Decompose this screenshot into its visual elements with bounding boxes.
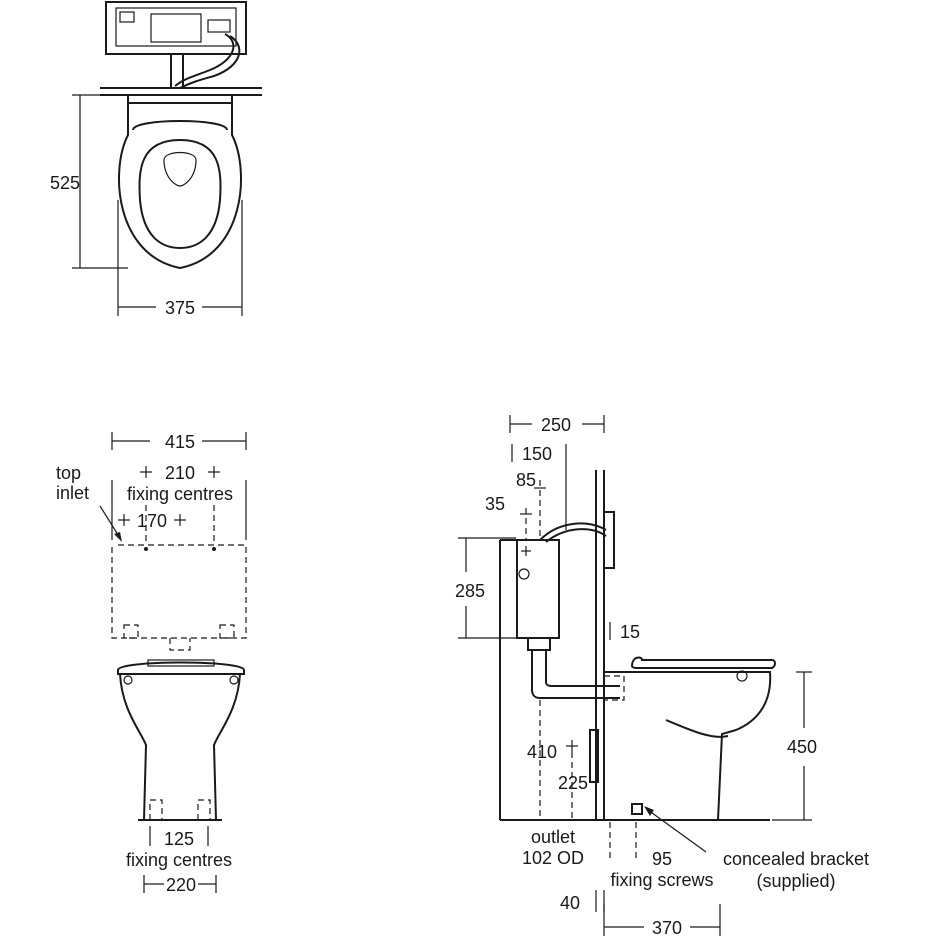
fixing-hidden — [197, 799, 211, 820]
seat-opening — [138, 138, 222, 250]
inlet-label-top: top — [56, 463, 81, 483]
flush-pipe — [545, 650, 620, 687]
dim-525-label: 525 — [50, 173, 80, 193]
bracket-arrow — [644, 806, 654, 816]
pan-side-outline — [604, 671, 772, 821]
dim-85-label: 85 — [516, 470, 536, 490]
dim-415-label: 415 — [165, 432, 195, 452]
pan-fixing-label: fixing centres — [126, 850, 232, 870]
flush-switch-icon — [207, 19, 231, 33]
pan-inlet-hidden — [604, 675, 625, 701]
fixing-hole — [212, 547, 216, 551]
cable — [174, 33, 235, 87]
dim-210-label: 210 — [165, 463, 195, 483]
dim-285-label: 285 — [455, 581, 485, 601]
flush-panel — [105, 1, 247, 55]
bracket-leader — [647, 809, 707, 853]
dim-35-label: 35 — [485, 494, 505, 514]
dim-95-label: 95 — [652, 849, 672, 869]
flush-button-icon — [119, 11, 135, 23]
outlet-label: outlet — [531, 827, 575, 847]
bracket-supplied-label: (supplied) — [756, 871, 835, 891]
inlet-label-inlet: inlet — [56, 483, 89, 503]
cistern-valve — [518, 568, 530, 580]
cistern-foot — [123, 624, 139, 639]
cable-side — [539, 522, 607, 541]
fixing-centres-label: fixing centres — [127, 484, 233, 504]
flush-panel-inner — [115, 7, 237, 47]
cistern-foot — [219, 624, 235, 639]
flush-outlet — [169, 638, 191, 651]
inlet-arrow — [114, 532, 122, 542]
dim-250-label: 250 — [541, 415, 571, 435]
fixing-rail — [589, 729, 599, 783]
cistern-hidden — [111, 544, 247, 639]
dim-410-label: 410 — [527, 742, 557, 762]
dim-170-label: 170 — [137, 511, 167, 531]
buffer — [123, 675, 133, 685]
dim-370-label: 370 — [652, 918, 682, 938]
hinge-strip — [127, 94, 233, 104]
flush-pipe — [531, 650, 620, 699]
bowl-water — [163, 151, 197, 187]
buffer — [229, 675, 239, 685]
plan-view — [72, 1, 262, 316]
seat-outline — [118, 103, 242, 270]
dim-375-label: 375 — [165, 298, 195, 318]
bracket — [631, 803, 643, 815]
dim-150-label: 150 — [522, 444, 552, 464]
cable-side — [545, 528, 607, 543]
dim-220-label: 220 — [166, 875, 196, 895]
front-view — [99, 432, 247, 893]
outlet-size-label: 102 OD — [522, 848, 584, 868]
pipe-connector — [527, 637, 551, 651]
seat-back — [132, 120, 228, 131]
flush-plate-side — [603, 511, 615, 569]
fixing-screws-label: fixing screws — [610, 870, 713, 890]
dim-225-label: 225 — [558, 773, 588, 793]
seat-front — [117, 661, 245, 675]
bracket-label: concealed bracket — [723, 849, 869, 869]
inlet-leader — [99, 505, 121, 539]
pan-trap — [665, 719, 729, 738]
dim-450-label: 450 — [787, 737, 817, 757]
dim-125-label: 125 — [164, 829, 194, 849]
fixing-hole — [144, 547, 148, 551]
dim-40-label: 40 — [560, 893, 580, 913]
seat-hinge — [147, 659, 215, 667]
cistern-side — [516, 539, 560, 639]
flush-display — [150, 13, 202, 43]
cable — [179, 35, 241, 89]
fixing-hidden — [149, 799, 163, 820]
seat-side — [630, 656, 776, 669]
side-view — [458, 415, 812, 936]
dim-15-label: 15 — [620, 622, 640, 642]
pan-front — [119, 673, 241, 821]
